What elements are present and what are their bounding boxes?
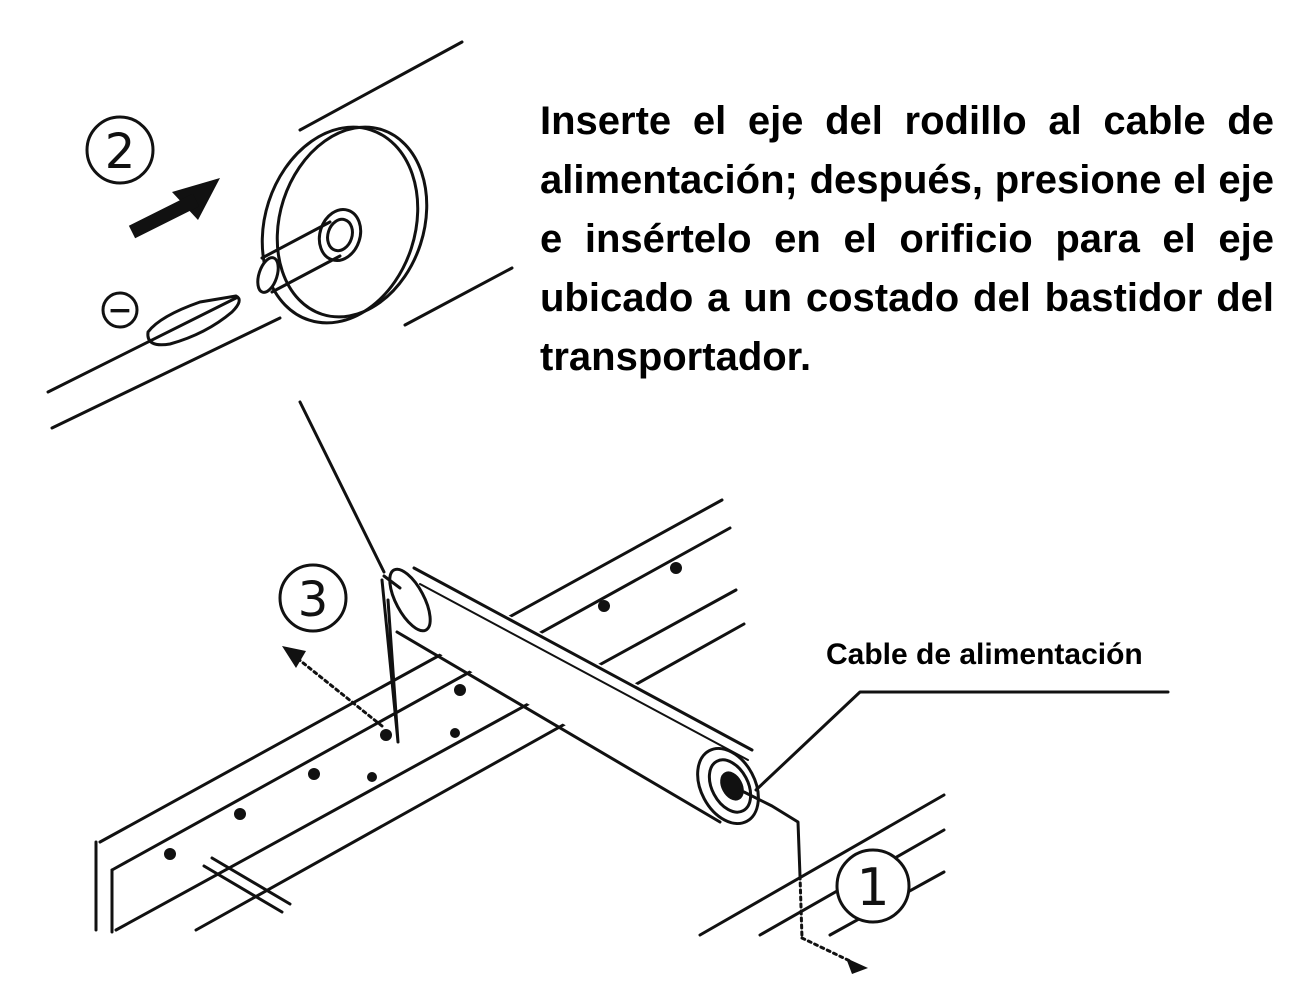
cable-label-leader [754, 690, 1170, 792]
frame-holes [164, 562, 682, 860]
press-indicator [380, 578, 400, 744]
step-number-icon [835, 848, 911, 924]
cable-label: Cable de alimentación [826, 638, 1143, 671]
step-1-label: 1 [856, 858, 889, 918]
instruction-text: Inserte el eje del rodillo al cable de a… [540, 99, 1274, 379]
detail-frame-rails [46, 294, 282, 430]
step-2-label: 2 [105, 124, 136, 180]
arrow-icon [172, 178, 220, 220]
conveyor-roller [382, 566, 760, 826]
step3-arrow-line [290, 652, 384, 728]
arrow-icon [282, 646, 306, 668]
conveyor-frame [94, 498, 946, 937]
power-cable-dotted [798, 874, 804, 940]
minus-circle-icon [101, 291, 139, 329]
leader-line-detail [298, 400, 386, 574]
step-number-icon [278, 563, 348, 633]
power-cable [742, 790, 802, 878]
arrow-icon [846, 958, 868, 974]
step-3-label: 3 [298, 572, 329, 628]
step-number-icon [85, 115, 155, 185]
detail-roller-end [256, 40, 514, 327]
minus-symbol: − [107, 293, 132, 328]
